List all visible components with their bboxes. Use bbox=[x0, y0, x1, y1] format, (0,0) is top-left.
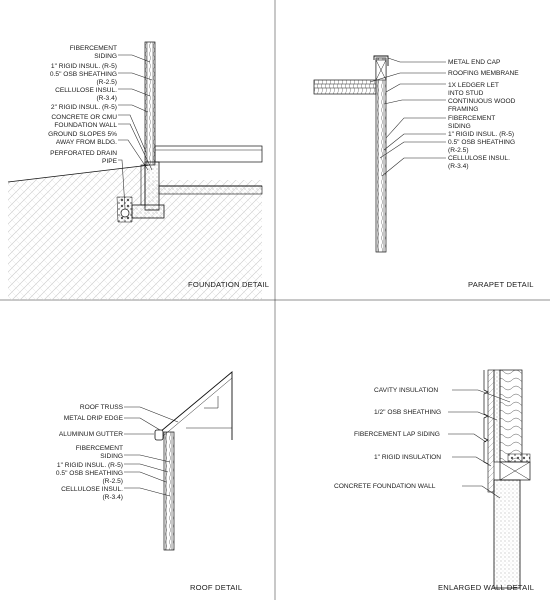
rd-label-siding: SIDING bbox=[100, 453, 123, 460]
parapet-detail: METAL END CAP ROOFING MEMBRANE 1X LEDGER… bbox=[313, 55, 534, 289]
roof-detail-title: ROOF DETAIL bbox=[190, 583, 242, 592]
rd-label-osb-r: (R-2.5) bbox=[102, 478, 123, 485]
rd-label-cellulose-r: (R-3.4) bbox=[102, 494, 123, 501]
fd-label-away: AWAY FROM BLDG. bbox=[56, 139, 117, 146]
pd-label-membrane: ROOFING MEMBRANE bbox=[448, 70, 519, 77]
pd-label-into-stud: INTO STUD bbox=[448, 90, 484, 97]
ew-label-cavity: CAVITY INSULATION bbox=[374, 387, 438, 394]
roof-detail: ROOF TRUSS METAL DRIP EDGE ALUMINUM GUTT… bbox=[56, 371, 242, 592]
rd-label-fibercement: FIBERCEMENT bbox=[76, 445, 123, 452]
fd-label-cellulose: CELLULOSE INSUL. bbox=[55, 87, 117, 94]
fd-label-pipe: PIPE bbox=[102, 158, 118, 165]
fd-label-rigid-2in: 2" RIGID INSUL. (R-5) bbox=[51, 104, 117, 111]
ew-label-concrete: CONCRETE FOUNDATION WALL bbox=[334, 483, 436, 490]
pd-label-rigid: 1" RIGID INSUL. (R-5) bbox=[448, 131, 514, 138]
pd-label-end-cap: METAL END CAP bbox=[448, 59, 501, 66]
pd-label-osb-r: (R-2.5) bbox=[448, 147, 469, 154]
rd-label-truss: ROOF TRUSS bbox=[80, 404, 124, 411]
ew-label-lap-siding: FIBERCEMENT LAP SIDING bbox=[354, 431, 440, 438]
rd-label-drip-edge: METAL DRIP EDGE bbox=[64, 415, 124, 422]
pd-label-cellulose: CELLULOSE INSUL. bbox=[448, 155, 510, 162]
rd-label-gutter: ALUMINUM GUTTER bbox=[59, 431, 123, 438]
ew-label-rigid: 1" RIGID INSULATION bbox=[374, 454, 441, 461]
enlarged-wall-detail-title: ENLARGED WALL DETAIL bbox=[438, 583, 534, 592]
fd-label-osb-r: (R-2.5) bbox=[96, 79, 117, 86]
fd-label-fibercement: FIBERCEMENT bbox=[70, 45, 117, 52]
rd-label-osb: 0.5" OSB SHEATHING bbox=[56, 470, 123, 477]
foundation-detail-title: FOUNDATION DETAIL bbox=[188, 280, 269, 289]
fd-label-siding: SIDING bbox=[94, 53, 117, 60]
pd-label-fibercement: FIBERCEMENT bbox=[448, 115, 495, 122]
rd-label-cellulose: CELLULOSE INSUL. bbox=[61, 486, 123, 493]
fd-label-rigid-1in: 1" RIGID INSUL. (R-5) bbox=[51, 63, 117, 70]
fd-label-ground-slopes: GROUND SLOPES 5% bbox=[48, 131, 117, 138]
fd-label-foundation-wall: FOUNDATION WALL bbox=[54, 122, 117, 129]
parapet-detail-title: PARAPET DETAIL bbox=[468, 280, 534, 289]
pd-label-cellulose-r: (R-3.4) bbox=[448, 163, 469, 170]
ew-label-osb: 1/2" OSB SHEATHING bbox=[374, 409, 441, 416]
fd-label-cellulose-r: (R-3.4) bbox=[96, 95, 117, 102]
fd-label-concrete: CONCRETE OR CMU bbox=[51, 114, 117, 121]
enlarged-wall-detail: CAVITY INSULATION 1/2" OSB SHEATHING FIB… bbox=[334, 369, 534, 592]
pd-label-cont-wood: CONTINUOUS WOOD bbox=[448, 98, 516, 105]
foundation-detail: FIBERCEMENT SIDING 1" RIGID INSUL. (R-5)… bbox=[7, 41, 269, 300]
pd-label-ledger: 1X LEDGER LET bbox=[448, 82, 499, 89]
rd-label-rigid: 1" RIGID INSUL. (R-5) bbox=[57, 462, 123, 469]
fd-label-drain: PERFORATED DRAIN bbox=[50, 150, 117, 157]
pd-label-siding: SIDING bbox=[448, 123, 471, 130]
pd-label-framing: FRAMING bbox=[448, 106, 478, 113]
fd-label-osb: 0.5" OSB SHEATHING bbox=[50, 71, 117, 78]
pd-label-osb: 0.5" OSB SHEATHING bbox=[448, 139, 515, 146]
